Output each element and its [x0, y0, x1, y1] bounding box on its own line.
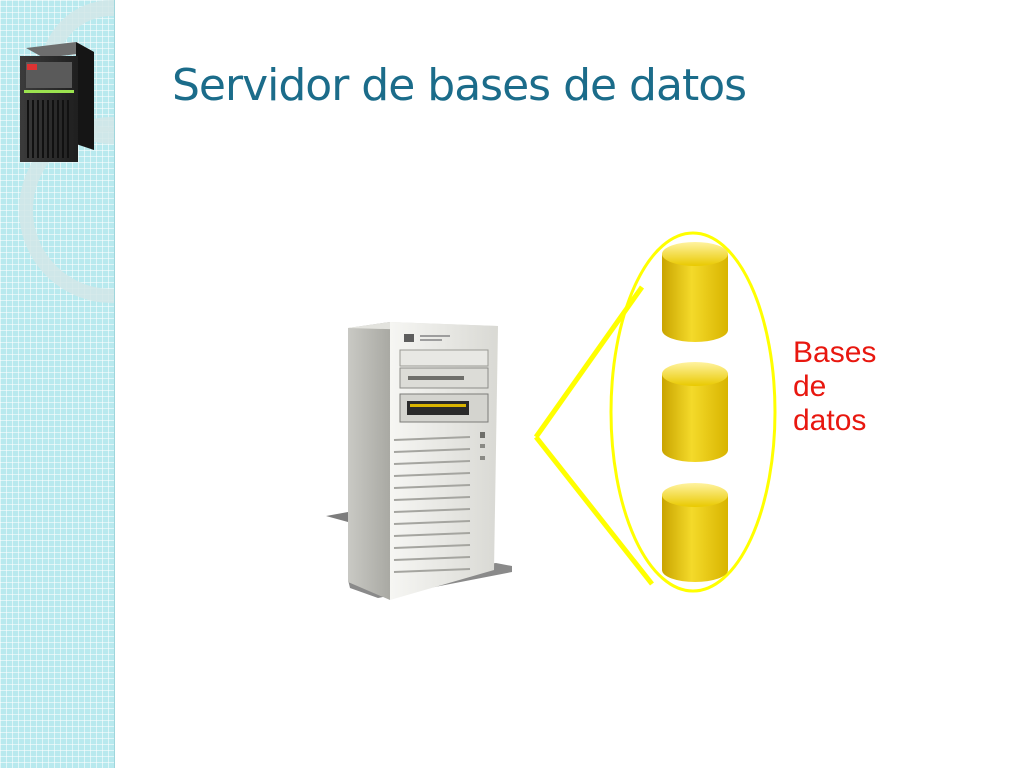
database-label-line: Bases	[793, 336, 877, 369]
database-cylinder-icon	[662, 362, 728, 462]
tower-server-icon	[326, 322, 512, 600]
server-rack-icon	[20, 42, 94, 162]
database-cylinder-icon	[662, 483, 728, 582]
database-label: Bases de datos	[793, 336, 923, 438]
database-cylinder-icon	[662, 242, 728, 342]
slide-title: Servidor de bases de datos	[172, 60, 747, 111]
callout-line-lower	[534, 435, 654, 586]
database-label-line: de	[793, 370, 827, 403]
highlight-ring	[609, 231, 777, 593]
database-label-line: datos	[793, 404, 867, 437]
